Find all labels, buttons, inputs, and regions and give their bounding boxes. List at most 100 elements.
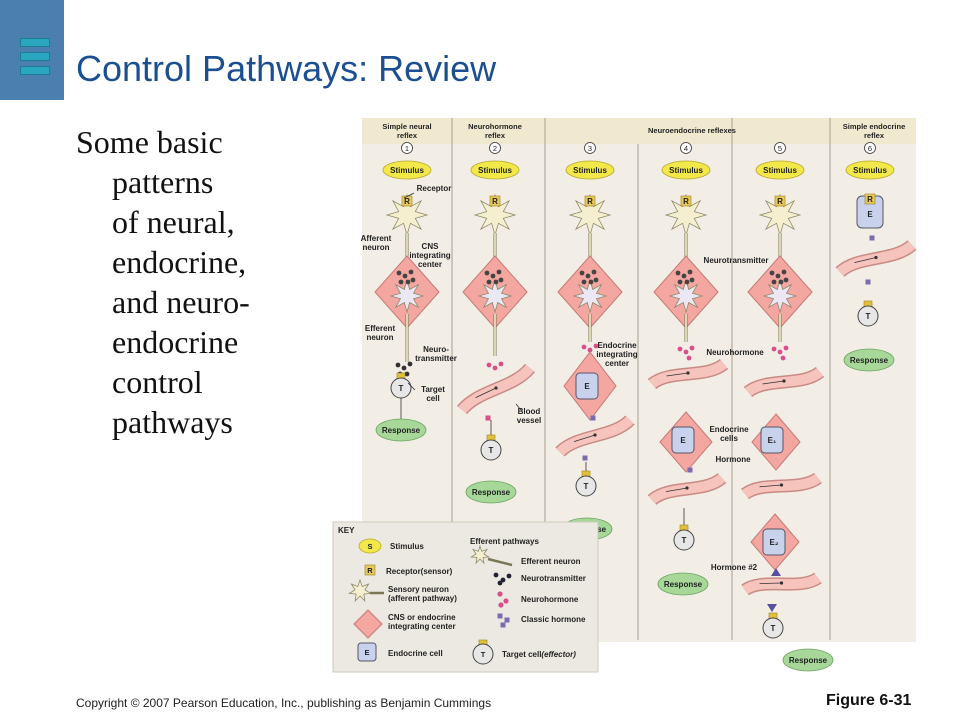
synapse-dots <box>681 273 687 279</box>
header-neurohormone: reflex <box>485 131 506 140</box>
pathway-number-circle <box>584 142 596 154</box>
endocrine-cell-icon <box>671 426 695 454</box>
neurohormone-dots <box>683 349 689 355</box>
leader-line <box>403 192 415 199</box>
pathway-number-circle <box>774 142 786 154</box>
blood-flow-arrow <box>759 484 782 488</box>
key-target-letter: T <box>481 650 486 659</box>
target-cell-icon <box>575 475 597 497</box>
hormone-square <box>865 279 871 285</box>
synapse-dots <box>484 270 490 276</box>
figure-number: Figure 6-31 <box>826 692 912 709</box>
label-target-cell: cell <box>426 394 439 403</box>
label-cns-center: center <box>418 260 442 269</box>
label-neurotransmitter: transmitter <box>415 354 457 363</box>
header-neuroendocrine: Neuroendocrine reflexes <box>648 126 736 135</box>
neurohormone-dots <box>689 345 695 351</box>
body-line: endocrine <box>112 324 239 360</box>
key-stimulus-label: Stimulus <box>390 542 424 551</box>
endocrine-cell-icon <box>760 426 784 454</box>
label-hormone2: Hormone #2 <box>711 563 758 572</box>
neurohormone-dots <box>492 365 498 371</box>
receptor-letter: R <box>587 197 593 206</box>
interneuron-icon <box>572 278 608 314</box>
title-sidebar <box>0 0 64 100</box>
key-classic-hormone-label: Classic hormone <box>521 615 586 624</box>
header-neurohormone: Neurohormone <box>468 122 522 131</box>
label-blood-vessel: Blood <box>518 407 541 416</box>
pathway-number: 1 <box>405 144 409 153</box>
endocrine-cell-icon <box>575 372 599 400</box>
receptor-icon <box>680 195 692 207</box>
stimulus-ellipse <box>661 160 711 180</box>
key-target-suffix: (effector) <box>541 650 576 659</box>
label-endocrine-center: integrating <box>596 350 637 359</box>
body-line: of neural, <box>112 204 235 240</box>
copyright-text: Copyright © 2007 Pearson Education, Inc.… <box>76 696 492 710</box>
key-efferent-neuron-label: Efferent neuron <box>521 557 581 566</box>
header-simple-endocrine: Simple endocrine <box>843 122 906 131</box>
target-letter: T <box>399 384 404 393</box>
diagram-header-bar <box>362 118 916 144</box>
target-letter: T <box>584 482 589 491</box>
neurohormone-dots <box>686 355 692 361</box>
pathway-number: 4 <box>684 144 688 153</box>
blood-flow-arrowhead <box>779 483 784 487</box>
synapse-dots <box>486 279 492 285</box>
synapse-dots <box>579 270 585 276</box>
stimulus-label: Stimulus <box>763 166 797 175</box>
hormone-square <box>869 235 875 241</box>
synapse-dots <box>591 269 597 275</box>
receptor-letter: R <box>404 197 410 206</box>
label-hormone: Hormone <box>715 455 751 464</box>
key-title: KEY <box>338 526 355 535</box>
blood-flow-arrow <box>854 257 877 263</box>
synapse-dots <box>675 270 681 276</box>
target-letter: T <box>489 446 494 455</box>
stimulus-label: Stimulus <box>669 166 703 175</box>
header-simple-neural: Simple neural <box>382 122 431 131</box>
key-cns-label: integrating center <box>388 622 456 631</box>
blood-flow-arrowhead <box>779 581 784 585</box>
response-label: Response <box>789 656 828 665</box>
synapse-dots <box>493 279 499 285</box>
neurotransmitter-dots <box>407 361 413 367</box>
header-simple-endocrine: reflex <box>864 131 885 140</box>
key-neurotransmitter-icon <box>500 577 506 583</box>
stimulus-ellipse <box>470 160 520 180</box>
key-endocrine-letter: E <box>364 648 369 657</box>
receptor-letter: R <box>867 195 873 204</box>
synapse-dots <box>581 279 587 285</box>
key-cns-icon <box>353 609 383 639</box>
synapse-dots <box>498 277 504 283</box>
label-neurotransmitter-col4: Neurotransmitter <box>704 256 769 265</box>
blood-flow-arrowhead <box>593 433 597 437</box>
response-label: Response <box>850 356 889 365</box>
key-receptor-label: Receptor(sensor) <box>386 567 453 576</box>
label-blood-vessel: vessel <box>517 416 541 425</box>
neurohormone-in-blood <box>485 415 491 421</box>
target-cell-icon <box>480 439 502 461</box>
endocrine-letter: E <box>867 210 873 219</box>
pathway-number-circle <box>680 142 692 154</box>
neurotransmitter-dots <box>395 362 401 368</box>
response-ellipse <box>843 348 895 372</box>
header-simple-neural: reflex <box>397 131 418 140</box>
endocrine-letter: E₁ <box>768 436 777 445</box>
key-efferent-axon <box>487 557 513 567</box>
blood-flow-arrowhead <box>686 371 690 375</box>
label-afferent-neuron: neuron <box>362 243 389 252</box>
synapse-dots <box>588 279 594 285</box>
response-label: Response <box>382 426 421 435</box>
synapse-dots <box>410 277 416 283</box>
hormone2-triangle <box>771 568 781 576</box>
stimulus-label: Stimulus <box>853 166 887 175</box>
blood-flow-arrowhead <box>874 255 878 260</box>
key-receptor-icon <box>364 564 376 576</box>
blood-flow-arrow <box>759 582 782 584</box>
key-stimulus-icon <box>358 538 382 554</box>
label-receptor: Receptor <box>417 184 452 193</box>
key-neurohormone-icon <box>503 598 509 604</box>
key-classic-hormone-icon <box>497 613 503 619</box>
target-letter: T <box>771 624 776 633</box>
